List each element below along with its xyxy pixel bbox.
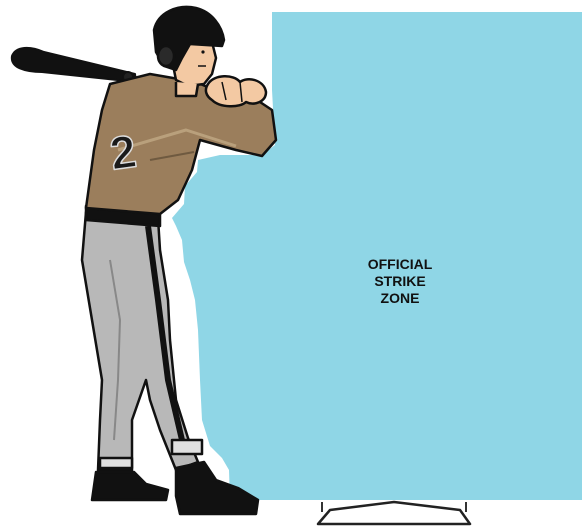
home-plate-icon [318,502,470,524]
strike-zone-label-line-1: OFFICIAL [340,256,460,273]
strike-zone-label: OFFICIAL STRIKE ZONE [340,256,460,307]
batter-hands [206,76,266,106]
baseball-bat-icon [12,48,136,82]
strike-zone-label-line-2: STRIKE [340,273,460,290]
strike-zone-label-line-3: ZONE [340,290,460,307]
batter-shoe-back [92,472,168,500]
